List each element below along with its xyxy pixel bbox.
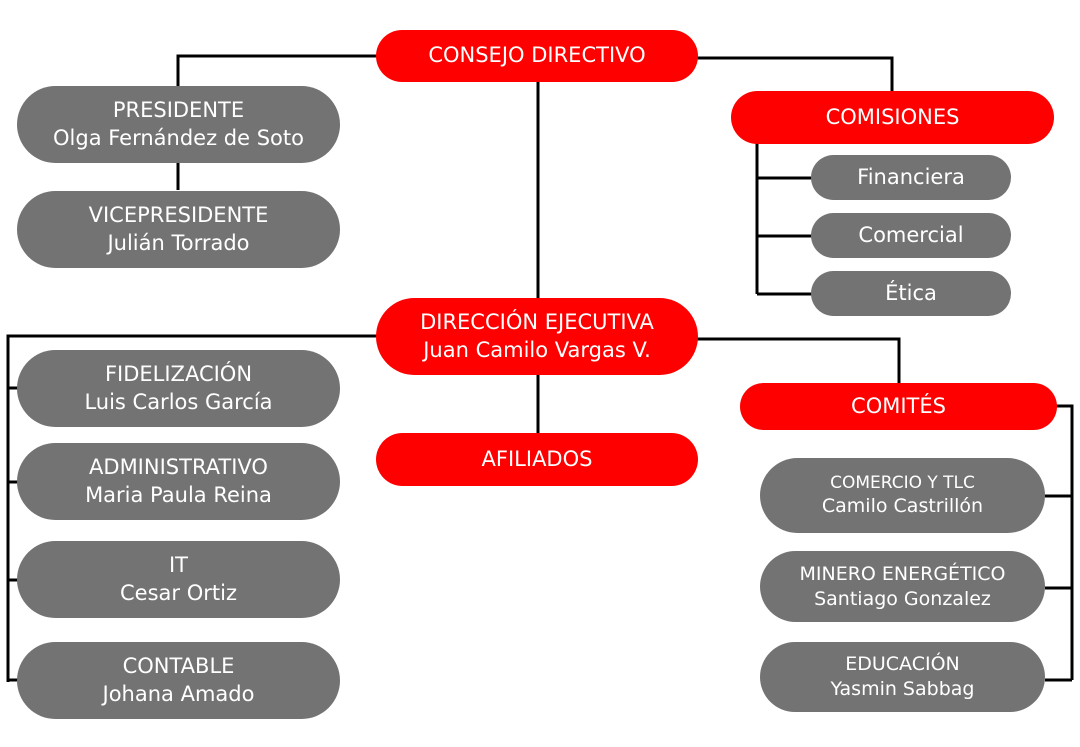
department-name: Cesar Ortiz (120, 580, 237, 605)
committee-node: EDUCACIÓN Yasmin Sabbag (760, 642, 1045, 712)
committee-name: Santiago Gonzalez (814, 587, 991, 610)
department-node: CONTABLE Johana Amado (17, 642, 340, 719)
affiliates-title: AFILIADOS (481, 446, 593, 471)
president-node: PRESIDENTE Olga Fernández de Soto (17, 86, 340, 163)
connector-board-commissions (680, 56, 894, 95)
vice-president-role: VICEPRESIDENTE (88, 203, 269, 228)
department-name: Maria Paula Reina (85, 482, 272, 507)
department-role: IT (168, 553, 189, 578)
department-node: FIDELIZACIÓN Luis Carlos García (17, 350, 340, 427)
department-role: FIDELIZACIÓN (104, 362, 253, 387)
committee-name: Camilo Castrillón (821, 495, 984, 518)
committee-node: COMERCIO Y TLC Camilo Castrillón (760, 458, 1045, 533)
vice-president-node: VICEPRESIDENTE Julián Torrado (17, 191, 340, 268)
department-role: CONTABLE (122, 654, 235, 679)
board-title: CONSEJO DIRECTIVO (428, 43, 646, 68)
department-name: Luis Carlos García (84, 389, 273, 414)
connector-executive-departments (6, 334, 380, 682)
board-node: CONSEJO DIRECTIVO (376, 30, 698, 82)
department-name: Johana Amado (102, 681, 255, 706)
commission-label: Ética (885, 280, 937, 305)
department-role: ADMINISTRATIVO (89, 455, 268, 480)
commissions-node: COMISIONES (731, 91, 1054, 144)
committee-role: EDUCACIÓN (845, 653, 960, 676)
vice-president-name: Julián Torrado (107, 230, 250, 255)
president-role: PRESIDENTE (112, 98, 245, 123)
connector-committees-items (1045, 404, 1074, 682)
committee-role: MINERO ENERGÉTICO (799, 562, 1006, 585)
commission-item: Comercial (811, 213, 1011, 258)
commission-item: Ética (811, 271, 1011, 316)
commission-item: Financiera (811, 155, 1011, 200)
committees-title: COMITÉS (851, 393, 946, 418)
commission-label: Financiera (857, 164, 965, 189)
executive-node: DIRECCIÓN EJECUTIVA Juan Camilo Vargas V… (376, 298, 698, 375)
commission-label: Comercial (858, 222, 964, 247)
department-node: ADMINISTRATIVO Maria Paula Reina (17, 443, 340, 520)
president-name: Olga Fernández de Soto (53, 125, 304, 150)
commissions-title: COMISIONES (825, 104, 960, 129)
committee-name: Yasmin Sabbag (830, 678, 975, 700)
executive-role: DIRECCIÓN EJECUTIVA (420, 310, 654, 335)
committees-node: COMITÉS (740, 383, 1057, 430)
department-node: IT Cesar Ortiz (17, 541, 340, 618)
committee-role: COMERCIO Y TLC (830, 473, 975, 494)
connector-commissions-items (755, 142, 812, 296)
committee-node: MINERO ENERGÉTICO Santiago Gonzalez (760, 551, 1045, 622)
connector-executive-committees (695, 337, 901, 388)
executive-name: Juan Camilo Vargas V. (423, 337, 651, 362)
affiliates-node: AFILIADOS (376, 433, 698, 486)
